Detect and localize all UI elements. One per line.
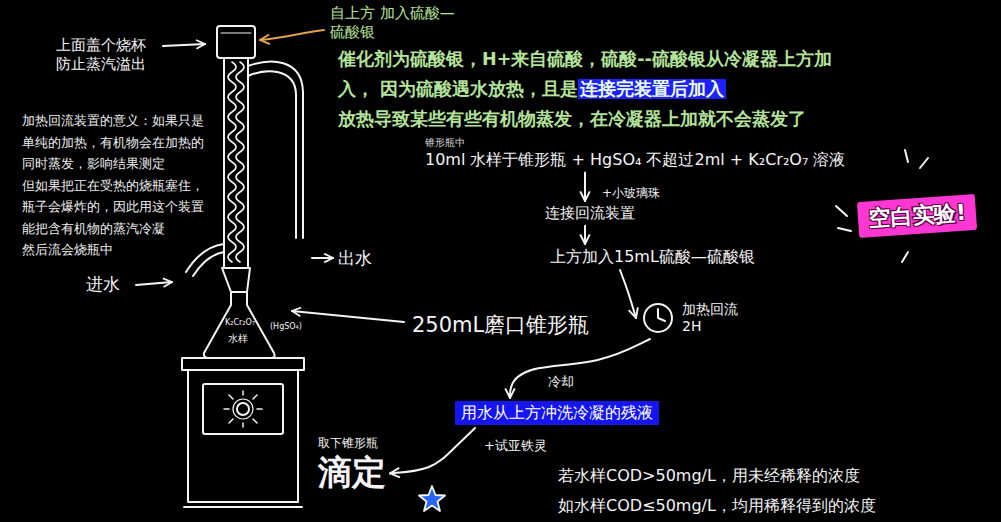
flask-label: 水样 [228,333,248,346]
flow-arrow [510,339,650,398]
step-text: 上方加入15mL硫酸—硫酸银 [550,247,755,267]
heater-window [203,384,283,434]
note-text: 若水样COD>50mg/L，用未经稀释的浓度 [558,466,860,486]
star-icon [419,486,445,511]
outlet-hose [248,62,303,238]
condenser-coil [228,62,236,262]
flow-arrow [584,173,586,202]
note-paragraph: 然后流会烧瓶中 [22,239,210,261]
step-text: 取下锥形瓶滴定 [318,436,386,494]
emphasis-stroke [838,228,851,231]
clock-face [644,304,672,332]
emphasis-stroke [905,150,908,162]
flow-arrow [620,270,636,318]
step-text: 锥形瓶中10ml 水样于锥形瓶 + HgSO₄ 不超过2ml + K₂Cr₂O₇… [425,137,845,170]
note-paragraph: 放热导致某些有些有机物蒸发，在冷凝器上加就不会蒸发了 [338,104,833,134]
inlet-hose [193,252,224,276]
heater-body [188,370,298,502]
annotation-text: 自上方 加入硫酸—硫酸银 [330,4,465,42]
condenser-coil [236,62,244,262]
highlight-text: 连接完装置后加入 [578,79,726,99]
step-label: 滴定 [318,451,386,494]
note-text: 如水样COD≤50mg/L，均用稀释得到的浓度 [558,496,876,516]
note-block: 催化剂为硫酸银，H+来自硫酸，硫酸--硫酸银从冷凝器上方加入， 因为硫酸遇水放热… [338,44,833,134]
flow-arrow [390,428,475,473]
ground-joint [222,268,250,292]
clock-hands [658,309,665,321]
flask-label: (HgSO₄) [270,322,302,332]
emphasis-stroke [902,252,908,262]
sticker-box: 空白实验! [857,194,977,238]
step-text: 连接回流装置 [545,204,635,223]
flask-label: K₂Cr₂O₇ [225,318,255,328]
leader-arrow [260,30,324,40]
heater-plate [182,358,304,370]
condenser-wall [247,58,249,268]
step-label: 加热回流 2H [682,301,742,336]
step-label: 上方加入15mL硫酸—硫酸银 [550,247,755,267]
heater-base [184,506,302,508]
highlight-band: 用水从上方冲洗冷凝的残液 [455,401,659,425]
inlet-hose [186,244,224,272]
part-label: 250mL磨口锥形瓶 [412,312,589,338]
emphasis-stroke [836,206,847,216]
beaker-cap [217,26,255,58]
flame-symbol [233,399,253,419]
edge-label: +试亚铁灵 [482,438,549,454]
emphasis-stroke [920,158,928,168]
inlet-arrow [136,282,172,285]
outlet-arrow [312,257,333,259]
flow-arrow [584,226,586,244]
edge-label: +小玻璃珠 [600,186,662,201]
step-label: 10ml 水样于锥形瓶 + HgSO₄ 不超过2ml + K₂Cr₂O₇ 溶液 [425,150,845,170]
edge-label: 冷却 [546,374,576,390]
port-label: 出水 [338,248,372,269]
step-label: 用水从上方冲洗冷凝的残液 [461,403,653,423]
step-text: 加热回流 2H [640,300,742,336]
flame-rays [224,391,262,427]
port-label: 进水 [86,274,120,295]
conical-flask [204,292,275,358]
clock-icon [640,300,676,336]
step-heading: 取下锥形瓶 [318,436,386,451]
step-label: 空白实验! [867,199,967,233]
leader-arrow [163,44,205,46]
annotation-text: 上面盖个烧杯 防止蒸汽溢出 [56,36,160,74]
beaker-rim [221,32,251,33]
outlet-hose [248,71,296,238]
note-paragraph: 但如果把正在受热的烧瓶塞住，瓶子会爆炸的，因此用这个装置能把含有机物的蒸汽冷凝 [22,175,210,240]
note-paragraph: 加热回流装置的意义：如果只是单纯的加热，有机物会在加热的同时蒸发，影响结果测定 [22,110,210,175]
leader-arrow [292,311,404,322]
step-heading: 锥形瓶中 [425,137,845,150]
condenser-wall [223,58,225,268]
flame-symbol [237,403,249,415]
step-label: 连接回流装置 [545,204,635,223]
note-column: 加热回流装置的意义：如果只是单纯的加热，有机物会在加热的同时蒸发，影响结果测定但… [22,110,210,261]
